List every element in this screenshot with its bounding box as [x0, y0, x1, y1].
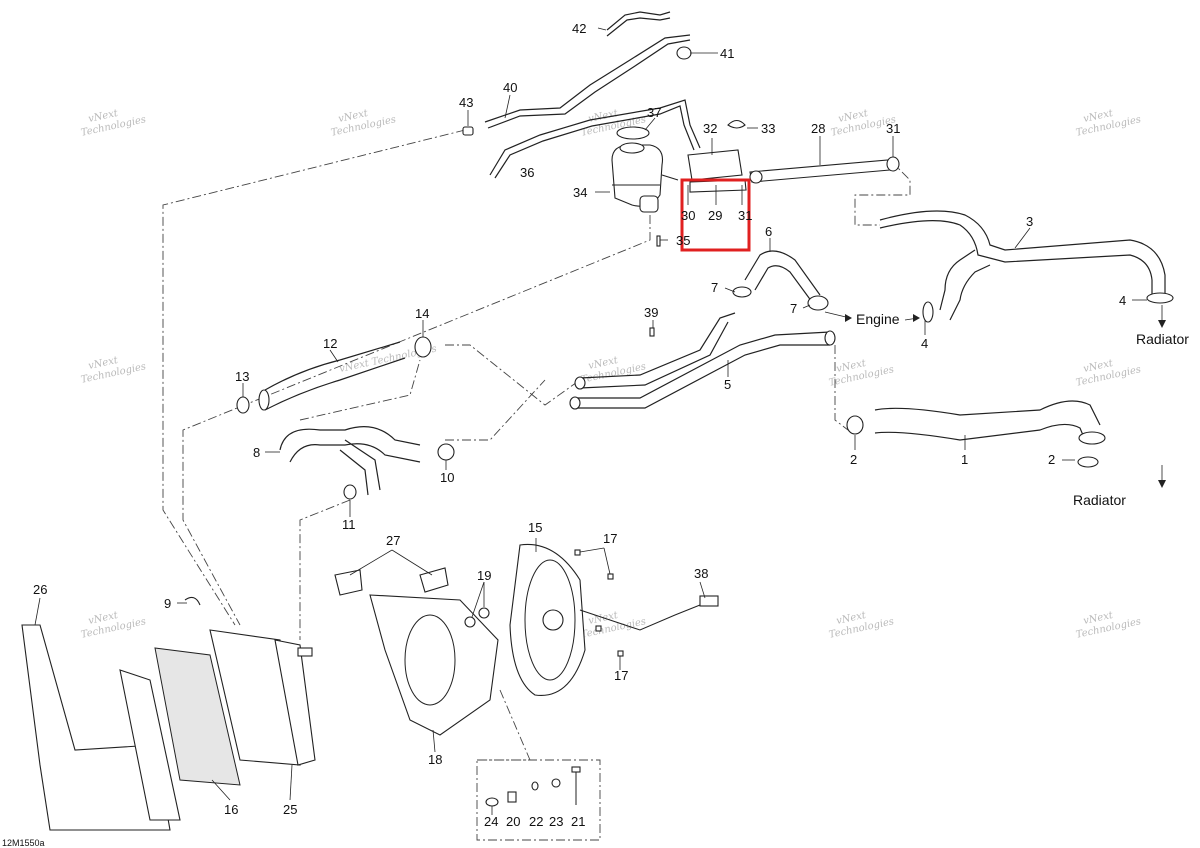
callout-29: 29: [708, 208, 722, 223]
callout-27: 27: [386, 533, 400, 548]
callout-22: 22: [529, 814, 543, 829]
hose-5: [569, 312, 836, 410]
fan-assembly: [334, 543, 719, 736]
callout-40: 40: [503, 80, 517, 95]
leader-lines: [34, 27, 1163, 815]
callout-9: 9: [164, 596, 171, 611]
callout-35: 35: [676, 233, 690, 248]
callout-15: 15: [528, 520, 542, 535]
hose-8: [279, 426, 455, 500]
radiator-label-bottom: Radiator: [1073, 492, 1126, 508]
callout-42: 42: [572, 21, 586, 36]
callout-4b: 4: [921, 336, 928, 351]
callout-39: 39: [644, 305, 658, 320]
hardware-kit: [485, 766, 581, 807]
callout-5: 5: [724, 377, 731, 392]
radiator-label-top: Radiator: [1136, 331, 1189, 347]
callout-37: 37: [647, 105, 661, 120]
engine-label: Engine: [856, 311, 900, 327]
callout-3: 3: [1026, 214, 1033, 229]
callout-14: 14: [415, 306, 429, 321]
callout-38: 38: [694, 566, 708, 581]
callout-16: 16: [224, 802, 238, 817]
coolant-reservoir: [611, 126, 679, 247]
callout-13: 13: [235, 369, 249, 384]
callout-1: 1: [961, 452, 968, 467]
callout-28: 28: [811, 121, 825, 136]
callout-10: 10: [440, 470, 454, 485]
callout-43: 43: [459, 95, 473, 110]
highlight-box: [680, 178, 751, 252]
hose-3: [879, 210, 1174, 323]
callout-23: 23: [549, 814, 563, 829]
callout-30: 30: [681, 208, 695, 223]
callout-32: 32: [703, 121, 717, 136]
hose-12: [236, 336, 432, 414]
hose-1: [846, 400, 1106, 468]
callout-24: 24: [484, 814, 498, 829]
callout-17b: 17: [614, 668, 628, 683]
callout-6: 6: [765, 224, 772, 239]
callout-7a: 7: [711, 280, 718, 295]
callout-20: 20: [506, 814, 520, 829]
radiator-assembly: [21, 596, 316, 831]
connection-lines: [162, 129, 911, 841]
callout-31: 31: [886, 121, 900, 136]
hose-6: [732, 250, 829, 311]
callout-31b: 31: [738, 208, 752, 223]
callout-41: 41: [720, 46, 734, 61]
callout-2a: 2: [850, 452, 857, 467]
callout-25: 25: [283, 802, 297, 817]
drawing-code: 12M1550a: [2, 838, 45, 848]
upper-vent-hoses: [462, 11, 701, 179]
callout-19: 19: [477, 568, 491, 583]
callout-33: 33: [761, 121, 775, 136]
upper-tube-assembly: [687, 119, 900, 193]
callout-21: 21: [571, 814, 585, 829]
callout-17a: 17: [603, 531, 617, 546]
callout-34: 34: [573, 185, 587, 200]
callout-36: 36: [520, 165, 534, 180]
callout-2b: 2: [1048, 452, 1055, 467]
callout-4a: 4: [1119, 293, 1126, 308]
callout-11: 11: [342, 517, 356, 532]
callout-8: 8: [253, 445, 260, 460]
callout-7b: 7: [790, 301, 797, 316]
callout-18: 18: [428, 752, 442, 767]
flow-arrows: [824, 311, 1166, 488]
part-callouts: 42 41 40 43 37 32 33 28 31 36 34 30 29 3…: [2, 21, 1189, 848]
callout-26: 26: [33, 582, 47, 597]
callout-12: 12: [323, 336, 337, 351]
